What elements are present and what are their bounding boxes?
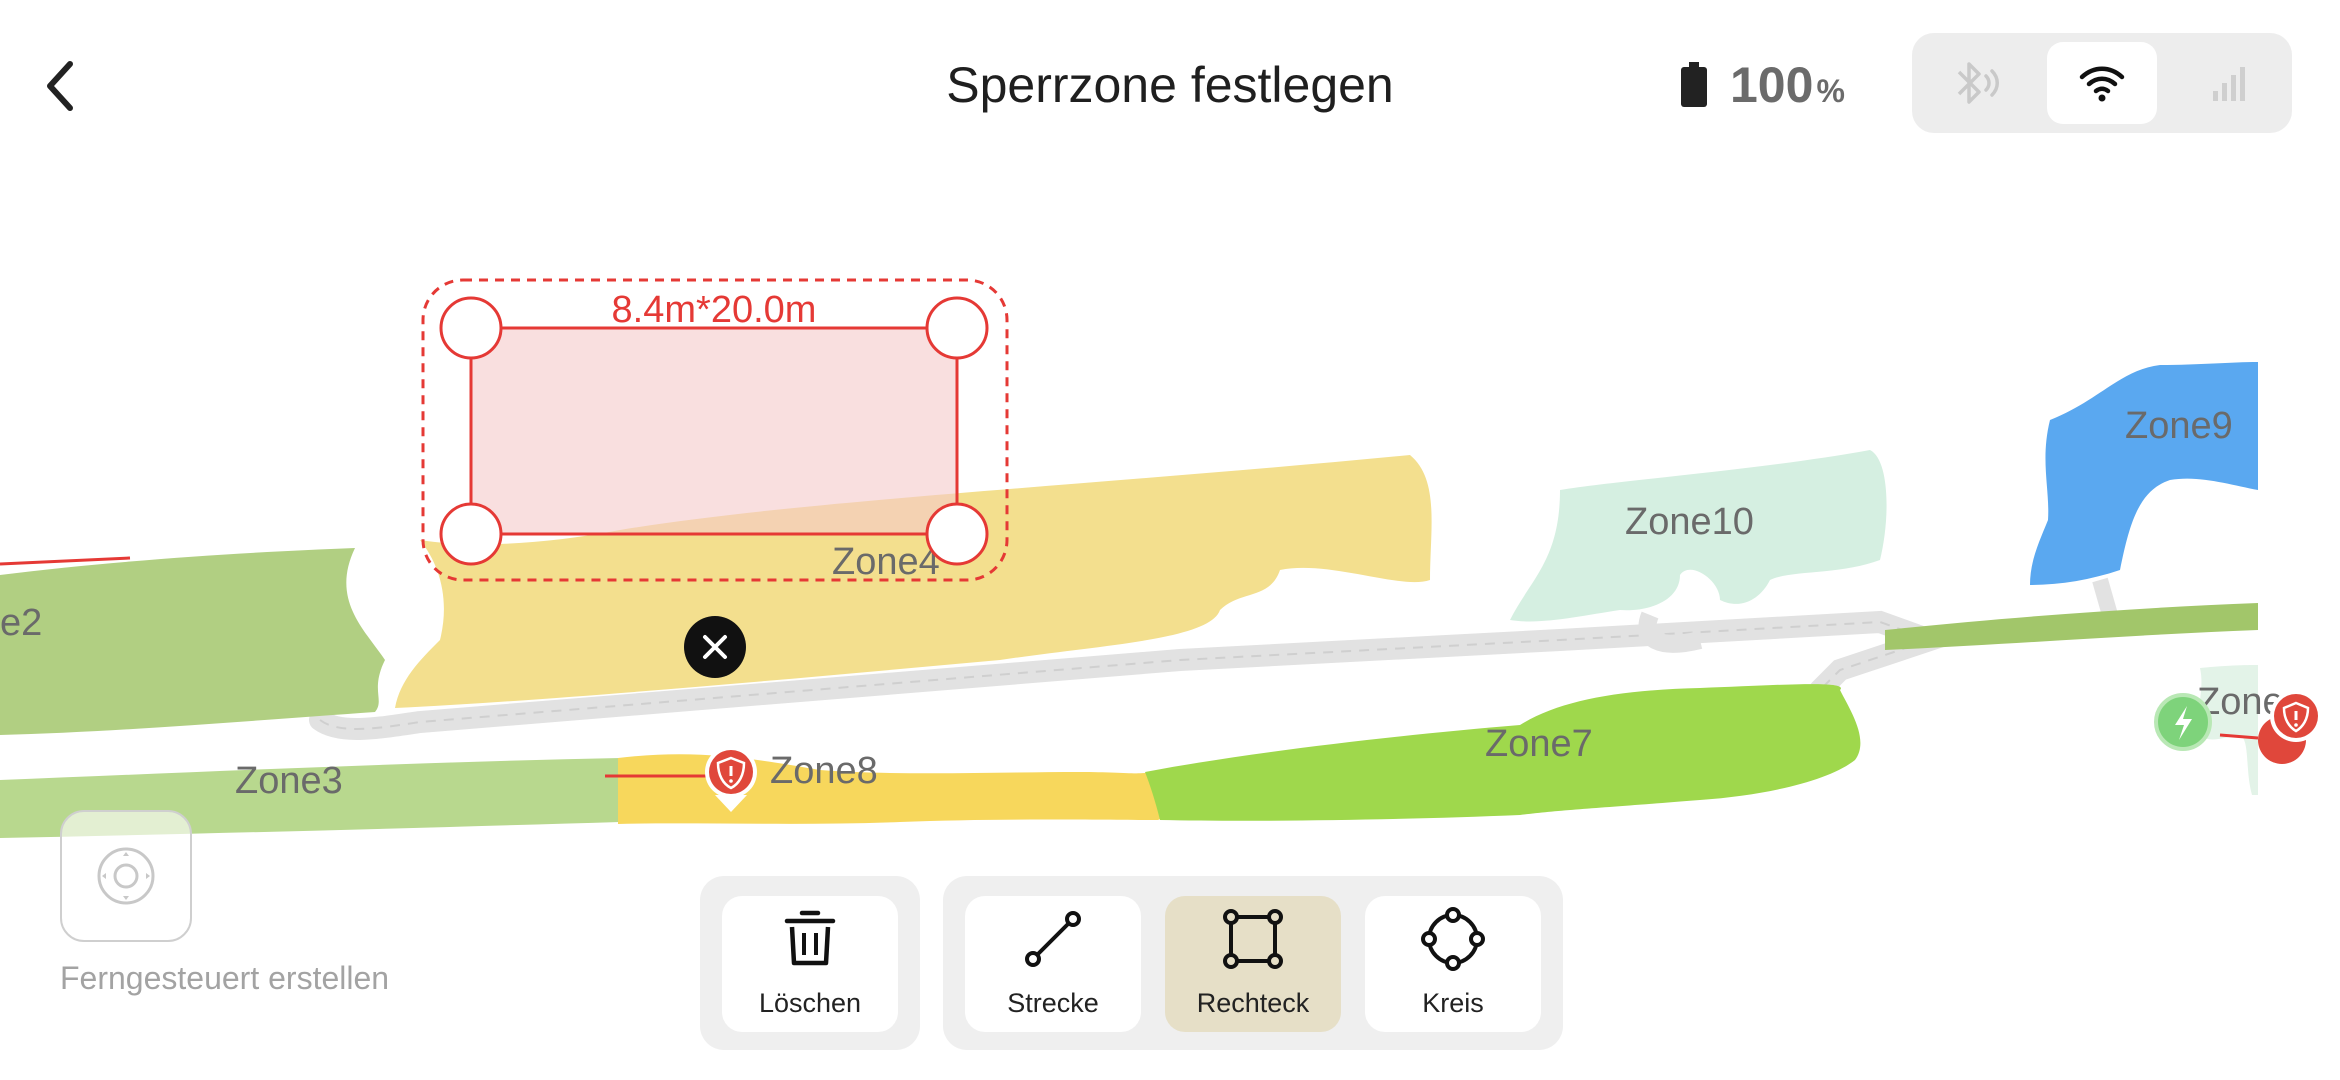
resize-handle-top-right[interactable] [925,296,989,360]
wifi-icon [2079,66,2125,102]
cellular-toggle[interactable] [2174,42,2284,124]
trash-icon [784,910,836,966]
resize-handle-bottom-right[interactable] [925,502,989,566]
zone-4-label: Zone4 [832,541,940,583]
remote-create-label: Ferngesteuert erstellen [60,960,390,996]
connectivity-switch [1912,33,2292,133]
resize-handle-top-left[interactable] [439,296,503,360]
tool-circle-label: Kreis [1422,988,1484,1018]
zone-7-label: Zone7 [1485,723,1593,765]
charging-station-icon[interactable] [2154,693,2212,751]
zone-7[interactable] [1145,684,1861,821]
shape-tools-panel: Strecke Rechteck Kreis [943,876,1563,1050]
tool-line-label: Strecke [1007,988,1099,1018]
bluetooth-toggle[interactable] [1920,42,2030,124]
remote-create-button[interactable] [60,810,192,942]
resize-handle-bottom-left[interactable] [439,502,503,566]
cellular-icon [2213,67,2245,101]
bluetooth-icon [1957,62,1999,104]
rectangle-icon [1223,909,1283,969]
chevron-left-icon [47,61,73,111]
tool-rectangle-label: Rechteck [1196,988,1310,1018]
back-button[interactable] [36,50,84,122]
tool-line[interactable]: Strecke [965,896,1141,1032]
zone-2-label: e2 [0,602,42,644]
delete-panel: Löschen [700,876,920,1050]
circle-icon [1421,907,1485,971]
zone-3-label: Zone3 [235,760,343,802]
zone-10[interactable] [1510,450,1887,622]
battery-status: 100% [1680,52,1845,118]
line-icon [1025,911,1081,967]
zone-8-label: Zone8 [770,750,878,792]
delete-button[interactable]: Löschen [722,896,898,1032]
battery-percentage: 100% [1730,57,1845,113]
wifi-toggle[interactable] [2047,42,2157,124]
battery-icon [1681,62,1707,107]
zone-10-label: Zone10 [1625,501,1754,543]
zone-9-label: Zone9 [2125,405,2233,447]
close-icon [703,635,727,659]
tool-rectangle[interactable]: Rechteck [1165,896,1341,1032]
selection-dimensions: 8.4m*20.0m [612,289,817,331]
zone-9[interactable] [2030,362,2258,585]
remove-selection-button[interactable] [684,616,746,678]
delete-label: Löschen [758,988,862,1018]
restricted-zone-marker[interactable] [705,746,757,812]
zone-2[interactable] [0,548,385,735]
zone-partial-label: Zone [2197,681,2284,723]
zone-8[interactable] [618,754,1164,824]
tool-circle[interactable]: Kreis [1365,896,1541,1032]
restricted-zone-marker-right[interactable] [2258,690,2322,764]
restricted-zone-selection[interactable]: 8.4m*20.0m [421,278,1009,582]
joystick-icon [97,847,155,905]
